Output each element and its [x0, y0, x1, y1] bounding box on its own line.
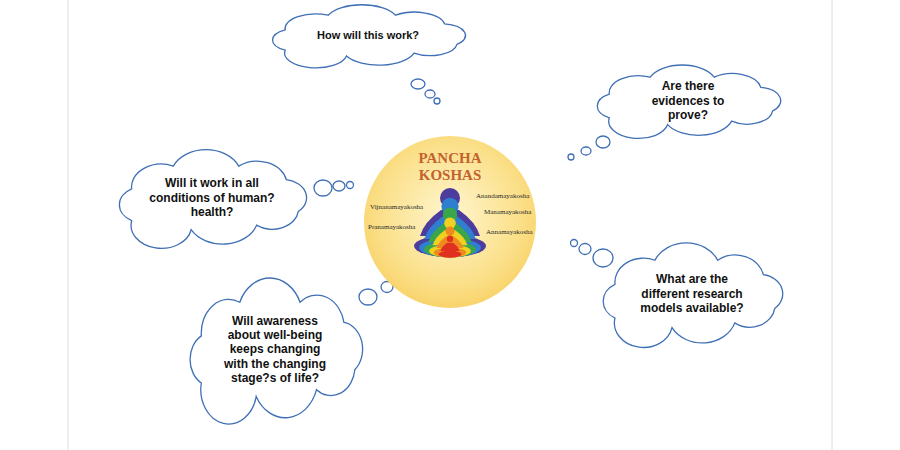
thought-bubble [571, 240, 578, 247]
cloud-shape [273, 5, 466, 68]
thought-bubble [581, 147, 591, 155]
thought-cloud: Will it work in all conditions of human?… [115, 147, 309, 247]
kosha-layer [429, 217, 471, 257]
kosha-layer [434, 227, 466, 258]
thought-cloud: Are there evidences to prove? [593, 63, 783, 137]
thought-cloud: Will awareness about well-being keeps ch… [186, 274, 365, 422]
thought-bubble [596, 136, 610, 148]
kosha-layer [424, 208, 476, 258]
kosha-layer [414, 188, 486, 257]
thought-cloud: How will this work? [268, 3, 468, 67]
question-text: What are the different research models a… [633, 272, 751, 315]
kosha-label: Manamayakosha [484, 208, 531, 216]
thought-cloud: What are the different research models a… [599, 240, 785, 346]
question-text: How will this work? [303, 29, 433, 42]
cloud-shape [190, 278, 363, 424]
thought-bubble [579, 244, 591, 255]
thought-bubble [314, 180, 332, 196]
thought-bubble [593, 249, 613, 267]
thought-bubble [347, 182, 354, 189]
cloud-text-wrap: Will it work in all conditions of human?… [148, 176, 276, 219]
cloud-shape [603, 243, 783, 348]
kosha-label: Anandamayakosha [476, 192, 529, 200]
kosha-layer [419, 198, 481, 257]
thought-bubble [333, 181, 345, 191]
cloud-text-wrap: Are there evidences to prove? [632, 79, 744, 122]
cloud-shape [597, 65, 780, 138]
question-text: Will awareness about well-being keeps ch… [216, 314, 334, 386]
thought-bubble [411, 79, 425, 89]
cloud-text-wrap: How will this work? [303, 29, 433, 42]
thought-bubble [434, 98, 440, 104]
circle-title: PANCHA KOSHAS [405, 150, 495, 184]
kosha-layer [438, 236, 461, 258]
kosha-label: Pranamayakosha [368, 223, 415, 231]
cloud-shape [119, 150, 306, 249]
question-text: Will it work in all conditions of human?… [148, 176, 276, 219]
pancha-kosha-circle: PANCHA KOSHAS AnandamayakoshaVijnanamayak… [364, 136, 536, 308]
thought-bubble [359, 289, 377, 305]
cloud-text-wrap: What are the different research models a… [633, 272, 751, 315]
thought-bubble [568, 154, 574, 160]
kosha-label: Annamayakosha [486, 228, 533, 236]
cloud-text-wrap: Will awareness about well-being keeps ch… [216, 314, 334, 386]
thought-bubble [425, 90, 435, 98]
circle-title-wrap: PANCHA KOSHAS [405, 150, 495, 184]
kosha-label: Vijnanamayakosha [370, 203, 423, 211]
frame-line [832, 0, 833, 450]
frame-line [68, 0, 69, 450]
question-text: Are there evidences to prove? [632, 79, 744, 122]
